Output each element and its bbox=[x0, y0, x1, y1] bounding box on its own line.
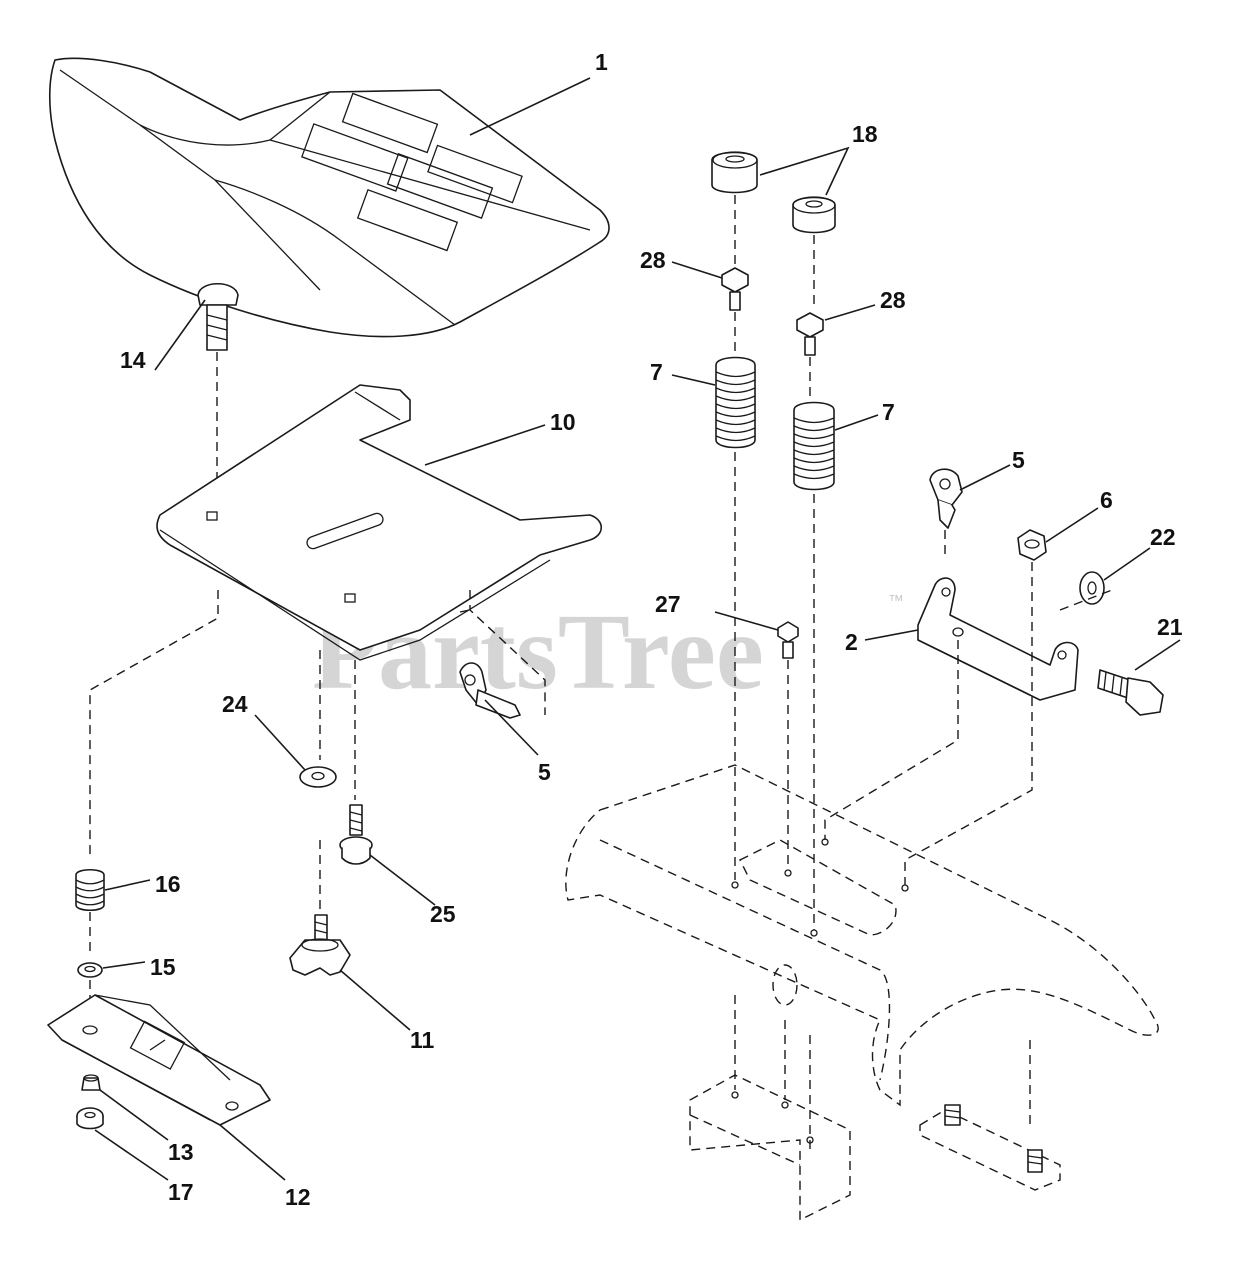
part-clip-5-left bbox=[459, 662, 521, 719]
leader-21 bbox=[1134, 639, 1181, 671]
part-spring-7-left bbox=[715, 356, 756, 449]
part-screw-28-left bbox=[721, 267, 749, 311]
part-washer-24 bbox=[299, 766, 337, 788]
callout-7-right: 7 bbox=[882, 399, 895, 425]
callout-18: 18 bbox=[852, 121, 878, 147]
leader-22 bbox=[1103, 547, 1151, 581]
leader-5-right bbox=[959, 464, 1011, 491]
callout-2: 2 bbox=[845, 629, 858, 655]
callout-15: 15 bbox=[150, 954, 176, 980]
part-seat-pan-10 bbox=[156, 384, 603, 661]
leader-18 bbox=[759, 146, 850, 196]
callout-25: 25 bbox=[430, 901, 456, 927]
callout-5-right: 5 bbox=[1012, 447, 1025, 473]
part-seat bbox=[48, 57, 610, 338]
leader-11 bbox=[339, 969, 411, 1031]
callout-11: 11 bbox=[410, 1027, 435, 1053]
part-washer-22 bbox=[1079, 571, 1105, 605]
callout-16: 16 bbox=[155, 871, 181, 897]
part-bolt-14 bbox=[197, 283, 239, 351]
leader-5-left bbox=[484, 699, 539, 756]
callout-28-left: 28 bbox=[640, 247, 666, 273]
part-nut-15 bbox=[77, 962, 103, 978]
part-knob-11 bbox=[289, 914, 351, 976]
leader-16 bbox=[104, 879, 151, 891]
part-clip-5-right bbox=[929, 468, 963, 529]
callout-22: 22 bbox=[1150, 524, 1176, 550]
callout-27: 27 bbox=[655, 591, 681, 617]
part-screw-27 bbox=[777, 621, 799, 659]
leader-28-right bbox=[824, 304, 876, 321]
callout-5-left: 5 bbox=[538, 759, 551, 785]
part-spring-7-right bbox=[793, 401, 835, 491]
callout-12: 12 bbox=[285, 1184, 311, 1210]
callout-14: 14 bbox=[120, 347, 146, 373]
part-bracket-12 bbox=[47, 994, 271, 1126]
part-bumper-18-right bbox=[792, 196, 836, 234]
leader-17 bbox=[94, 1129, 169, 1181]
leader-15 bbox=[102, 961, 146, 969]
leader-27 bbox=[714, 611, 779, 631]
leader-7-left bbox=[671, 374, 716, 386]
callout-13: 13 bbox=[168, 1139, 194, 1165]
callout-17: 17 bbox=[168, 1179, 194, 1205]
part-screw-28-right bbox=[796, 312, 824, 356]
leader-1 bbox=[469, 77, 591, 136]
watermark-trademark: ™ bbox=[888, 593, 904, 610]
callout-10: 10 bbox=[550, 409, 576, 435]
leader-12 bbox=[219, 1124, 286, 1181]
part-locknut-17 bbox=[76, 1107, 104, 1130]
callout-28-right: 28 bbox=[880, 287, 906, 313]
callout-6: 6 bbox=[1100, 487, 1113, 513]
callout-1: 1 bbox=[595, 49, 608, 75]
leader-14 bbox=[154, 299, 206, 371]
part-bracket-2 bbox=[917, 577, 1079, 701]
leader-2 bbox=[864, 629, 919, 641]
part-bolt-13 bbox=[81, 1074, 101, 1091]
callout-7-left: 7 bbox=[650, 359, 663, 385]
callout-24: 24 bbox=[222, 691, 248, 717]
fender-frame-hidden bbox=[565, 764, 1159, 1222]
part-spring-16 bbox=[75, 868, 105, 912]
leader-6 bbox=[1045, 507, 1099, 543]
leader-28-left bbox=[671, 261, 723, 279]
part-bolt-21 bbox=[1097, 669, 1164, 716]
leader-24 bbox=[254, 714, 306, 771]
leader-7-right bbox=[834, 414, 879, 431]
part-nut-6 bbox=[1017, 529, 1047, 561]
part-bolt-25 bbox=[339, 804, 373, 865]
part-bumper-18-left bbox=[711, 151, 758, 194]
leader-25 bbox=[369, 854, 436, 906]
callout-21: 21 bbox=[1157, 614, 1183, 640]
leader-13 bbox=[99, 1089, 169, 1141]
leader-10 bbox=[424, 424, 546, 466]
